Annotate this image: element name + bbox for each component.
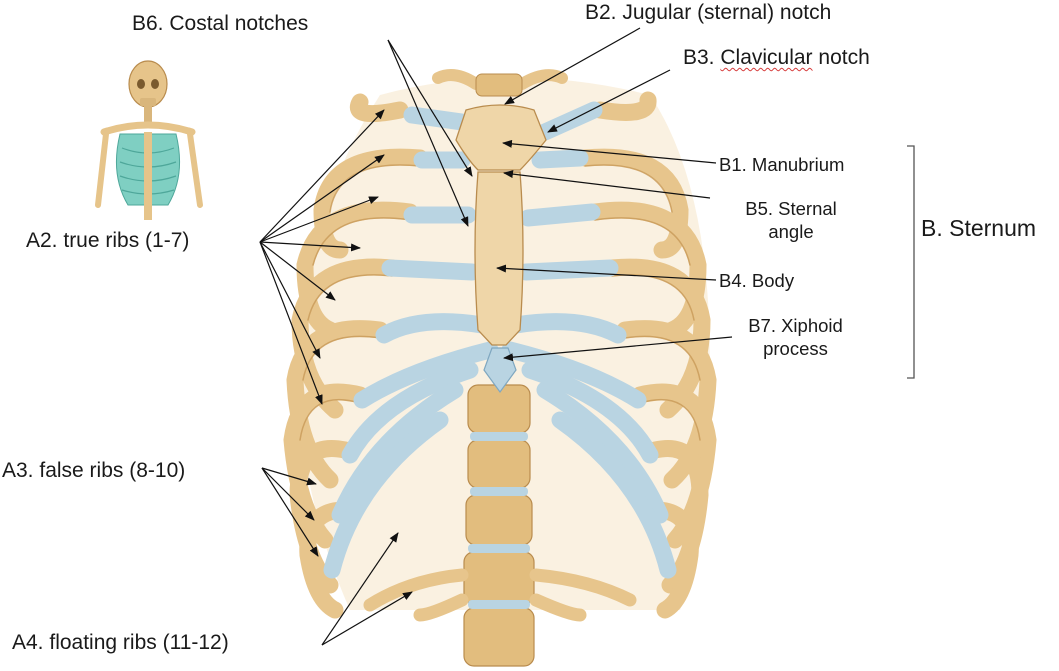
label-sternal-angle-line2: angle: [768, 221, 814, 243]
ribcage-illustration: [283, 69, 717, 667]
label-xiphoid-line1: B7. Xiphoid: [748, 315, 843, 336]
label-manubrium: B1. Manubrium: [719, 154, 845, 175]
label-costal-notches: B6. Costal notches: [132, 12, 309, 35]
label-floating-ribs: A4. floating ribs (11-12): [12, 631, 229, 654]
label-xiphoid-process: B7. Xiphoid process: [733, 314, 858, 360]
label-clavicular-prefix: B3.: [683, 46, 721, 69]
label-clavicular-suffix: notch: [812, 46, 870, 69]
label-sternal-angle-line1: B5. Sternal: [745, 198, 837, 219]
label-sternum: B. Sternum: [921, 215, 1037, 241]
label-clavicular-notch: B3. Clavicular notch: [683, 45, 870, 71]
label-xiphoid-line2: process: [763, 338, 828, 360]
label-clavicular-word: Clavicular: [720, 46, 813, 69]
vertebral-column: [463, 384, 535, 667]
skeleton-thumbnail-icon: [95, 60, 203, 220]
label-true-ribs: A2. true ribs (1-7): [26, 229, 190, 252]
label-body: B4. Body: [719, 270, 795, 291]
label-false-ribs: A3. false ribs (8-10): [2, 459, 186, 482]
label-sternal-angle: B5. Sternal angle: [731, 197, 851, 243]
label-jugular-notch: B2. Jugular (sternal) notch: [585, 1, 832, 24]
sternum-shape: [455, 104, 547, 394]
